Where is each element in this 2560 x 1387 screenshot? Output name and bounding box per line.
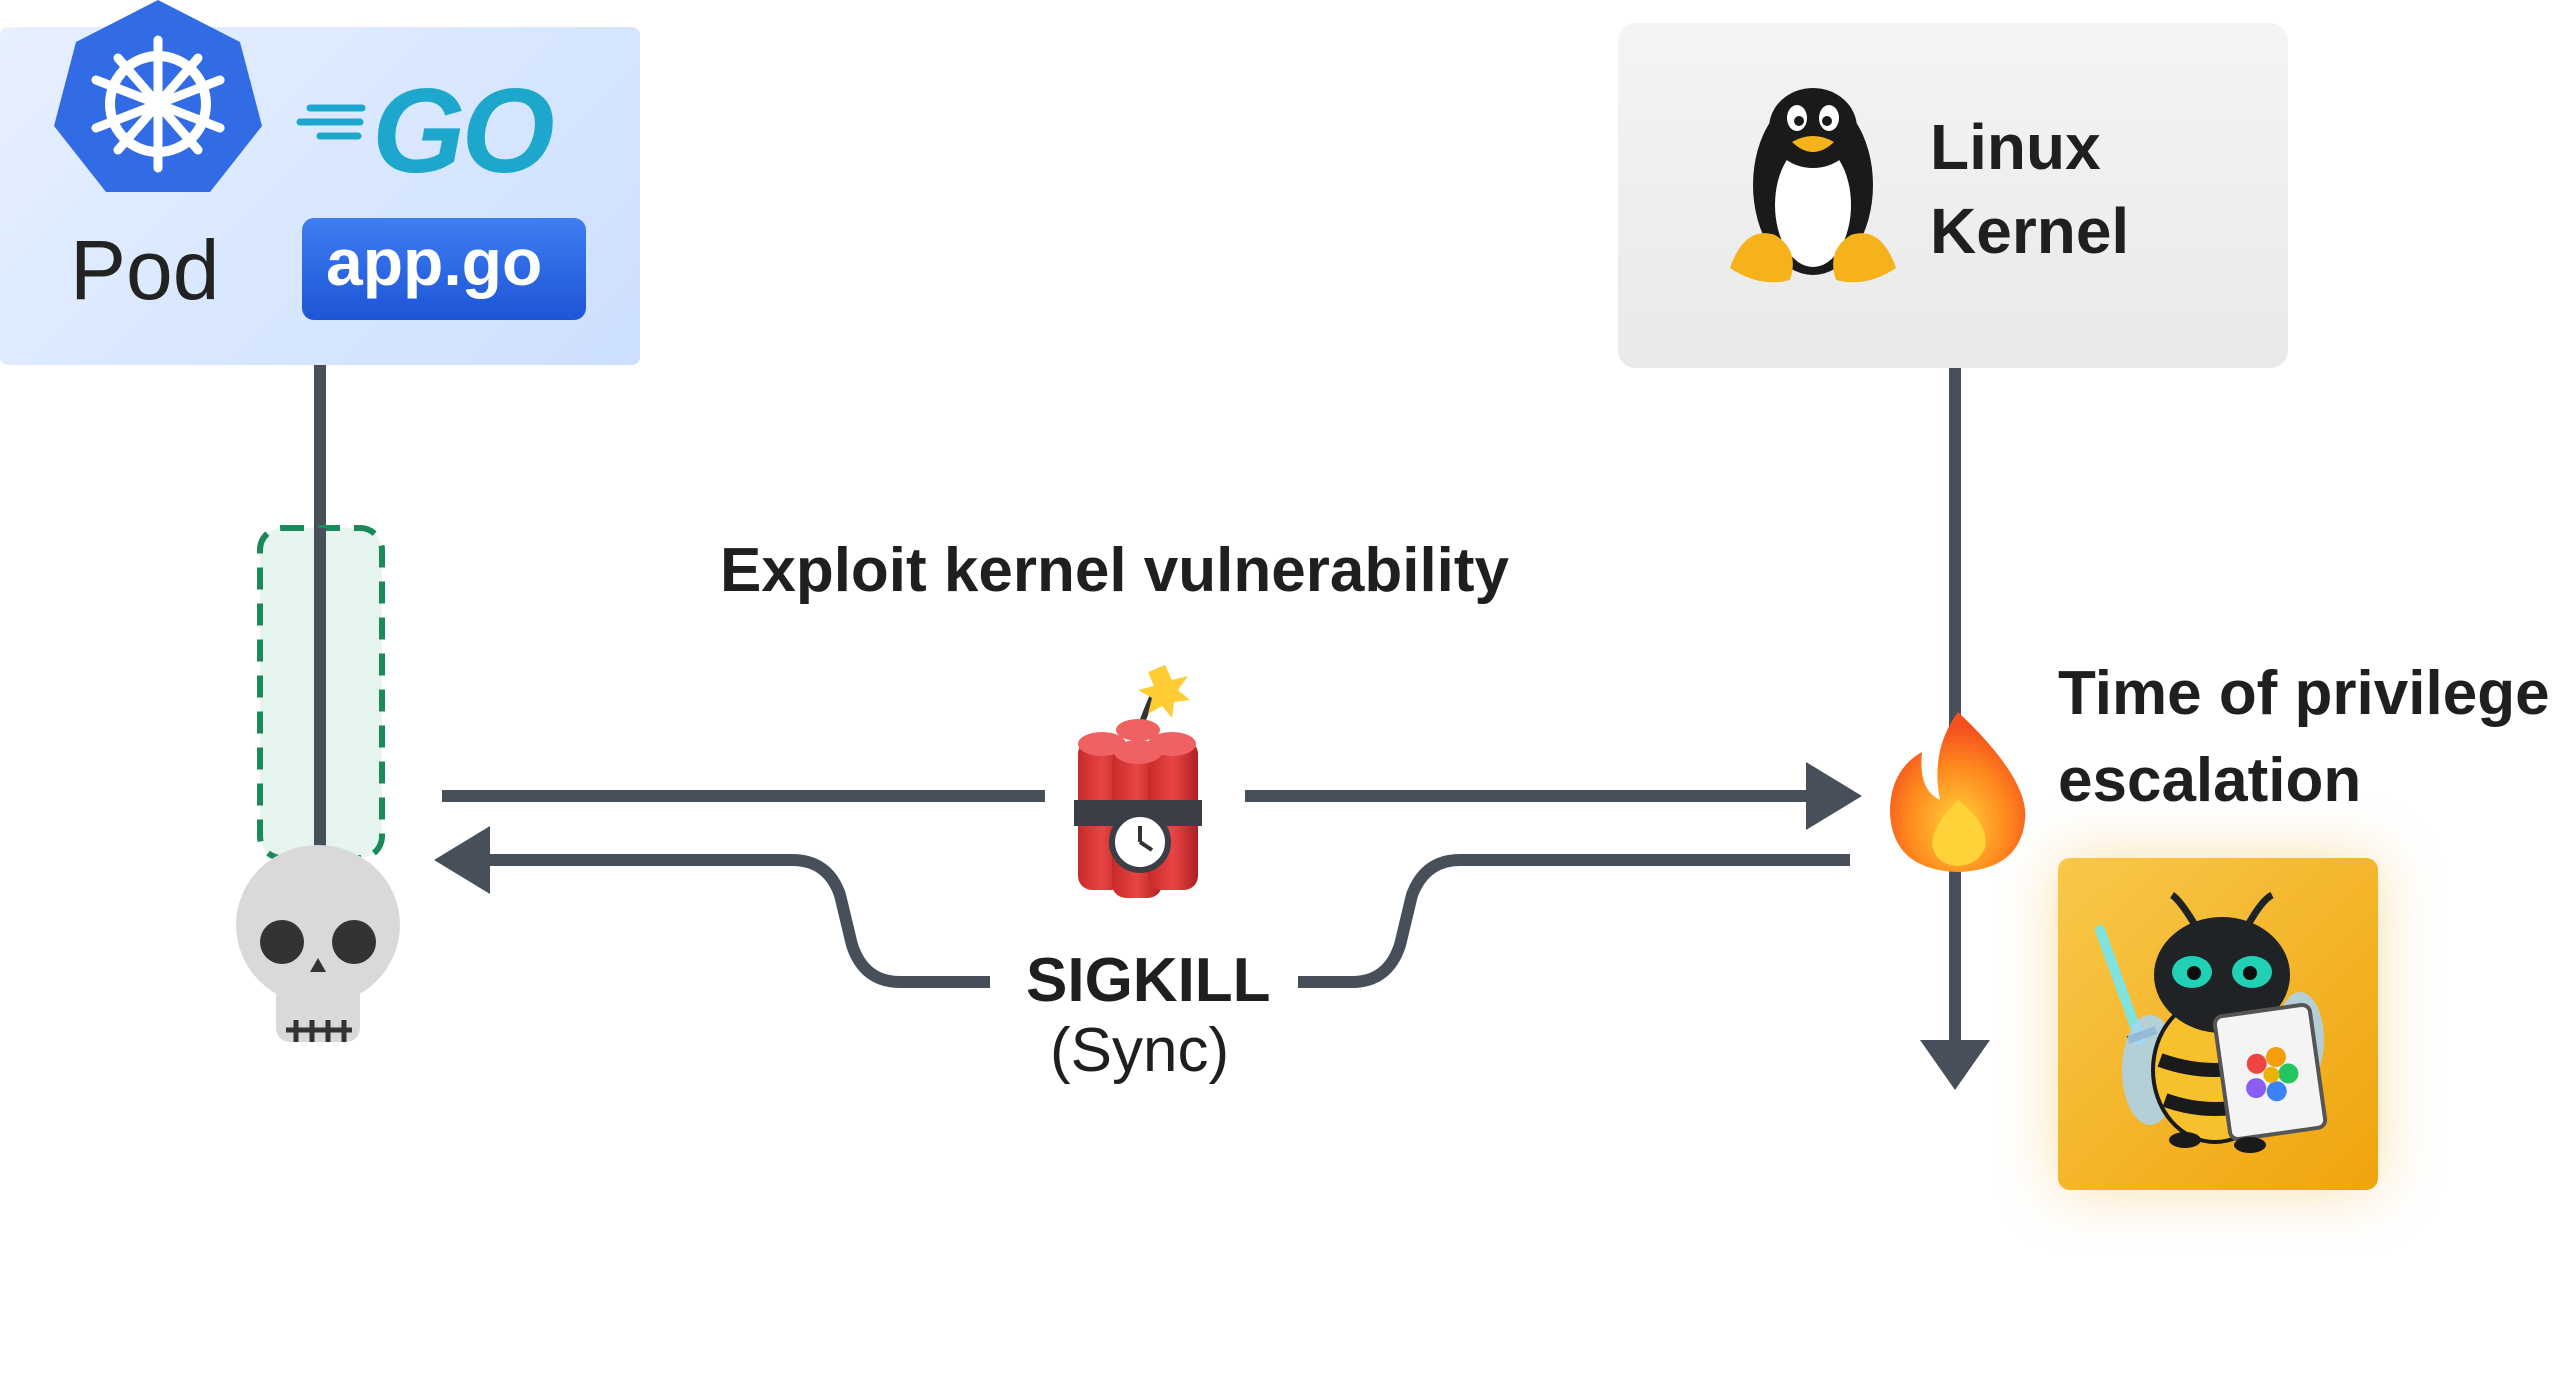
- kernel-box: [1618, 23, 2288, 368]
- fire-icon: [1890, 712, 2026, 872]
- kubernetes-icon: [54, 0, 262, 192]
- kernel-label-line2: Kernel: [1930, 195, 2130, 267]
- kernel-label-line1: Linux: [1930, 111, 2101, 183]
- sync-mode-label: (Sync): [1050, 1016, 1230, 1085]
- exploit-arrowhead: [1806, 762, 1862, 830]
- bee-mascot-icon: [2095, 891, 2328, 1153]
- skull-icon: [236, 845, 400, 1042]
- sigkill-path-right: [1298, 854, 1850, 988]
- tux-penguin-icon: [1730, 88, 1896, 283]
- go-speed-lines: [296, 104, 366, 140]
- sigkill-arrowhead: [434, 826, 490, 894]
- go-logo-text: GO: [372, 64, 555, 198]
- sigkill-label: SIGKILL: [1026, 946, 1271, 1015]
- dynamite-bomb-icon: [1074, 665, 1202, 898]
- kernel-timeline-arrowhead: [1920, 1040, 1990, 1090]
- sigkill-path-left: [480, 854, 990, 988]
- app-file-label: app.go: [326, 225, 543, 299]
- escalation-label-line2: escalation: [2058, 746, 2362, 815]
- exploit-label: Exploit kernel vulnerability: [720, 536, 1510, 605]
- app-file-badge: [302, 218, 586, 320]
- escalation-label-line1: Time of privilege: [2058, 659, 2550, 728]
- pod-label: Pod: [70, 223, 220, 317]
